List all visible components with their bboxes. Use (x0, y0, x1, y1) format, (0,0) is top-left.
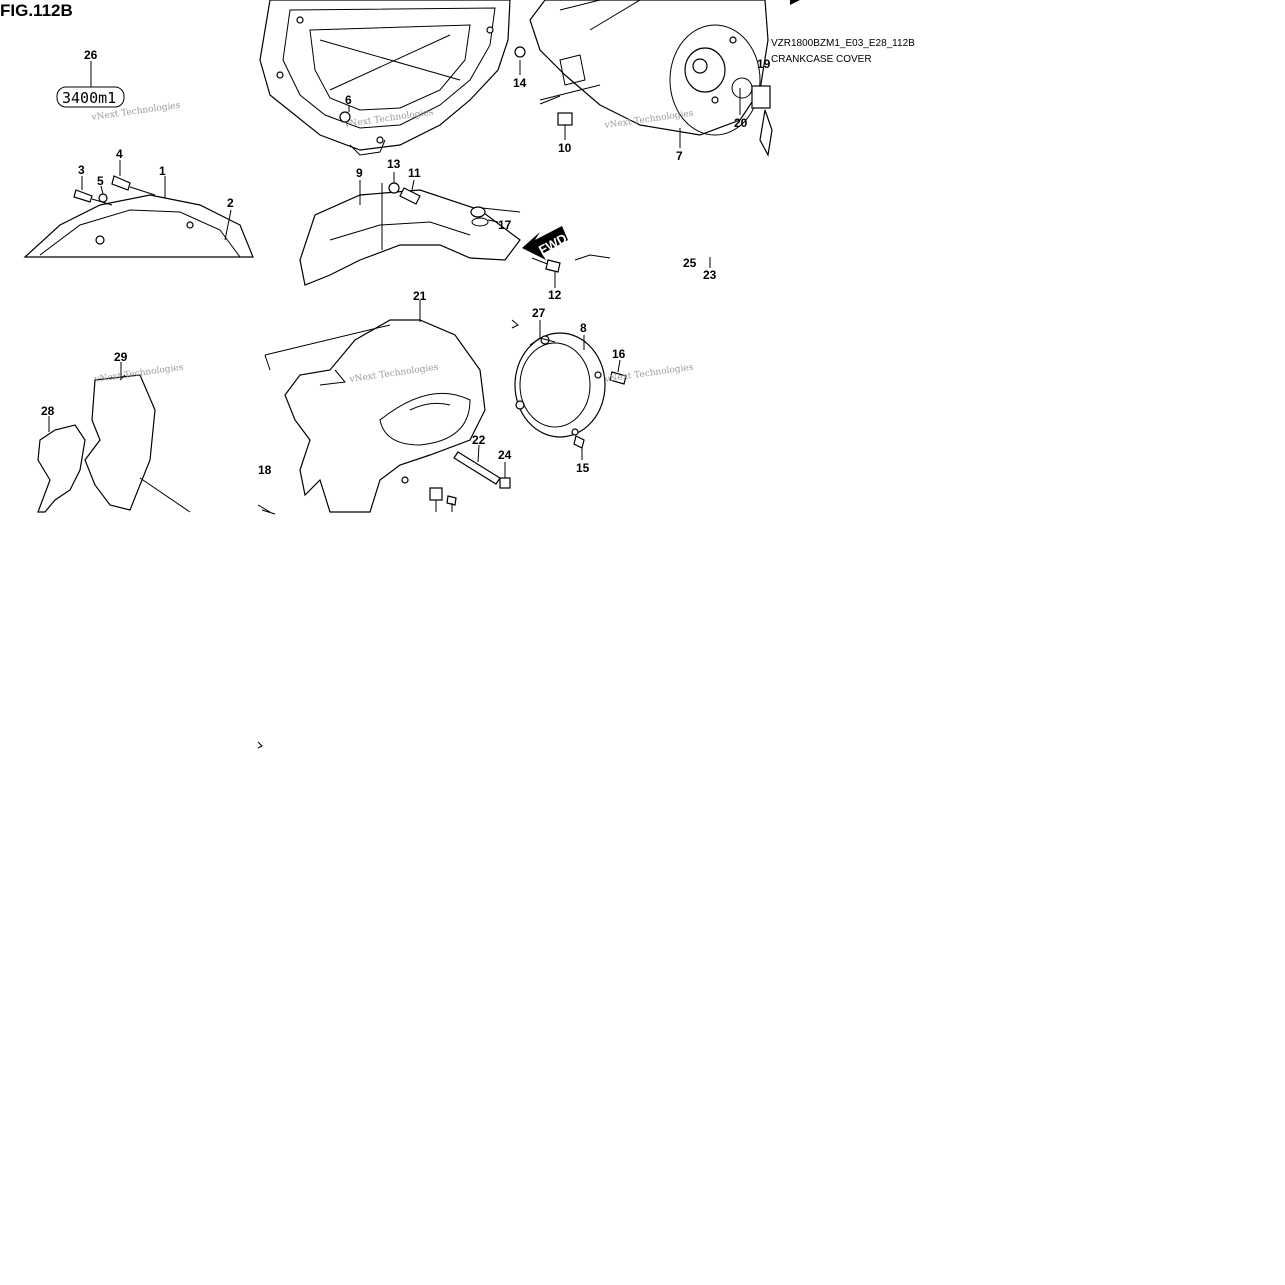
callout-4: 4 (116, 147, 123, 161)
callout-10: 10 (558, 141, 572, 155)
callout-2: 2 (227, 196, 234, 210)
fragment-mark (257, 741, 263, 749)
screw-15 (573, 435, 585, 460)
callout-13: 13 (387, 157, 401, 171)
callout-20: 20 (734, 116, 748, 130)
fwd-text: FWD (536, 231, 569, 258)
bolt-12 (531, 257, 561, 288)
guard-28-29 (37, 362, 191, 513)
callout-11: 11 (408, 166, 421, 180)
callout-29: 29 (114, 350, 128, 364)
nut-24 (499, 462, 511, 489)
callout-12: 12 (548, 288, 562, 302)
clutch-cover-left (23, 176, 254, 258)
callout-28: 28 (41, 404, 55, 418)
spacer-22 (453, 444, 501, 485)
bolts-3-4-5 (73, 160, 156, 206)
callout-14: 14 (513, 76, 527, 90)
figure-code: VZR1800BZM1_E03_E28_112B (771, 38, 915, 49)
callout-19: 19 (757, 57, 771, 71)
callout-26: 26 (84, 48, 98, 62)
callout-23: 23 (703, 268, 717, 282)
leader-10a (539, 95, 561, 105)
callout-21: 21 (413, 289, 427, 303)
callout-1: 1 (159, 164, 166, 178)
callout-5: 5 (97, 174, 104, 188)
bolt-10 (557, 112, 573, 140)
screw-16 (609, 359, 627, 385)
label-tag-text: 3400m1 (62, 89, 116, 107)
callout-15: 15 (576, 461, 590, 475)
round-cover-8 (511, 319, 606, 438)
callout-27: 27 (532, 306, 546, 320)
crankcase-cover-right (514, 0, 800, 157)
callout-3: 3 (78, 163, 85, 177)
callout-16: 16 (612, 347, 626, 361)
callout-7: 7 (676, 149, 683, 163)
sprocket-cover-21 (264, 300, 486, 513)
part-label-tag: 3400m1 (56, 61, 125, 108)
crankcase-upper-left (259, 0, 511, 156)
bolt-lower (429, 487, 457, 512)
plug-17 (470, 206, 521, 227)
callout-6: 6 (345, 93, 352, 107)
callout-8: 8 (580, 321, 587, 335)
callout-17: 17 (498, 218, 512, 232)
inner-cover-9 (299, 180, 521, 286)
callout-9: 9 (356, 166, 363, 180)
bolts-11-13 (388, 172, 421, 205)
callout-18: 18 (258, 463, 272, 477)
watermark: vNext Technologies (603, 363, 694, 386)
callout-24: 24 (498, 448, 512, 462)
fragment-18 (257, 504, 276, 515)
cover-fragment (574, 254, 611, 261)
fwd-arrow: FWD (522, 226, 569, 260)
figure-title: FIG.112B (0, 1, 73, 20)
figure-name: CRANKCASE COVER (771, 54, 872, 65)
callout-22: 22 (472, 433, 486, 447)
callout-25: 25 (683, 256, 697, 270)
